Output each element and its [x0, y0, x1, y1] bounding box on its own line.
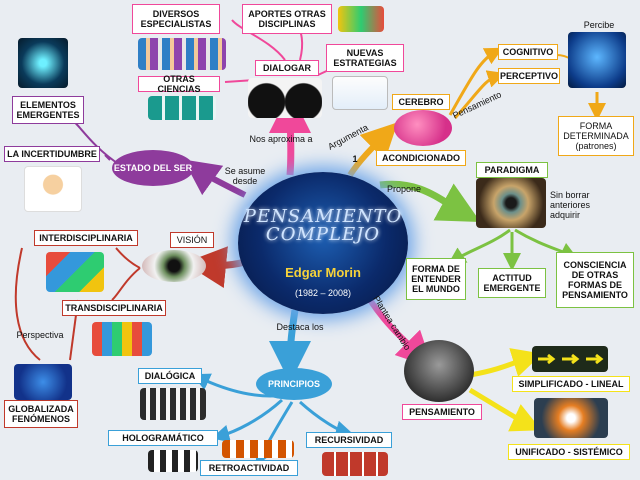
- node-dialogica: DIALÓGICA: [138, 368, 202, 384]
- central-years: (1982 – 2008): [294, 288, 352, 298]
- node-dialogar: DIALOGAR: [255, 60, 319, 76]
- node-cerebro: CEREBRO: [392, 94, 450, 110]
- node-forma-determinada: FORMA DETERMINADA (patrones): [558, 116, 634, 156]
- node-paradigma: PARADIGMA: [476, 162, 548, 178]
- node-acondicionado: ACONDICIONADO: [376, 150, 466, 166]
- team-illustration-icon: [138, 38, 226, 70]
- node-transdisciplinaria: TRANSDISCIPLINARIA: [62, 300, 166, 316]
- central-author: Edgar Morin: [285, 265, 361, 280]
- label-propone: Propone: [386, 184, 422, 194]
- science-icons-icon: [148, 96, 216, 120]
- footprints-icon: [148, 450, 198, 472]
- node-vision: VISIÓN: [170, 232, 214, 248]
- node-perceptivo: PERCEPTIVO: [498, 68, 560, 84]
- confused-person-icon: [24, 166, 82, 212]
- label-perspectiva: Perspectiva: [16, 330, 64, 340]
- puzzle-assembly-icon: [46, 252, 104, 292]
- dialog-people-icon: [140, 388, 206, 420]
- central-title: PENSAMIENTO COMPLEJO: [243, 206, 403, 245]
- node-nuevas-estrategias: NUEVAS ESTRATEGIAS: [326, 44, 404, 72]
- talking-heads-icon: [248, 78, 322, 118]
- nesting-dolls-icon: [322, 452, 388, 476]
- node-forma-de-entender: FORMA DE ENTENDER EL MUNDO: [406, 258, 466, 300]
- glowing-hands-icon: [18, 38, 68, 88]
- running-figures-icon: [222, 440, 294, 458]
- label-sin-borrar: Sin borrar anteriores adquirir: [550, 190, 591, 220]
- node-la-incertidumbre: LA INCERTIDUMBRE: [4, 146, 100, 162]
- people-group-icon: [92, 322, 152, 356]
- node-elementos-emergentes: ELEMENTOS EMERGENTES: [12, 96, 84, 124]
- node-conciencia: CONSCIENCIA DE OTRAS FORMAS DE PENSAMIEN…: [556, 252, 634, 308]
- node-principios: PRINCIPIOS: [256, 368, 332, 400]
- node-globalizada: GLOBALIZADA FENÓMENOS: [4, 400, 78, 428]
- puzzle-pieces-icon: [338, 6, 384, 32]
- systemic-head-icon: [534, 398, 608, 438]
- morin-portrait-icon: [404, 340, 474, 402]
- node-diversos-especialistas: DIVERSOS ESPECIALISTAS: [132, 4, 220, 34]
- node-otras-ciencias: OTRAS CIENCIAS: [138, 74, 220, 94]
- presenter-icon: [332, 76, 388, 110]
- label-destaca: Destaca los: [276, 322, 324, 332]
- eye-icon: [142, 250, 206, 282]
- node-unificado: UNIFICADO - SISTÉMICO: [508, 444, 630, 460]
- node-recursividad: RECURSIVIDAD: [306, 432, 392, 448]
- node-interdisciplinaria: INTERDISCIPLINARIA: [34, 230, 138, 246]
- node-cognitivo: COGNITIVO: [498, 44, 558, 60]
- node-aportes-otras-disciplinas: APORTES OTRAS DISCIPLINAS: [242, 4, 332, 34]
- node-estado-del-ser: ESTADO DEL SER: [112, 150, 194, 186]
- globe-network-icon: [14, 364, 72, 400]
- label-se-asume: Se asume desde: [224, 166, 266, 186]
- brain-icon: [394, 110, 452, 146]
- node-holografmatico: HOLOGRAMÁTICO: [108, 430, 218, 446]
- label-nos-aproxima: Nos aproxima a: [249, 134, 313, 144]
- globe-head-icon: [568, 32, 626, 88]
- label-percibe: Percibe: [583, 20, 615, 30]
- node-pensamiento: PENSAMIENTO: [402, 404, 482, 420]
- node-actitud-emergente: ACTITUD EMERGENTE: [478, 268, 546, 298]
- node-simplificado: SIMPLIFICADO - LINEAL: [512, 376, 630, 392]
- node-retroactividad: RETROACTIVIDAD: [200, 460, 298, 476]
- central-topic: PENSAMIENTO COMPLEJO Edgar Morin (1982 –…: [238, 172, 408, 314]
- eye-closeup-icon: [476, 178, 546, 228]
- label-uno: 1: [352, 154, 358, 164]
- yellow-arrows-icon: [538, 353, 604, 365]
